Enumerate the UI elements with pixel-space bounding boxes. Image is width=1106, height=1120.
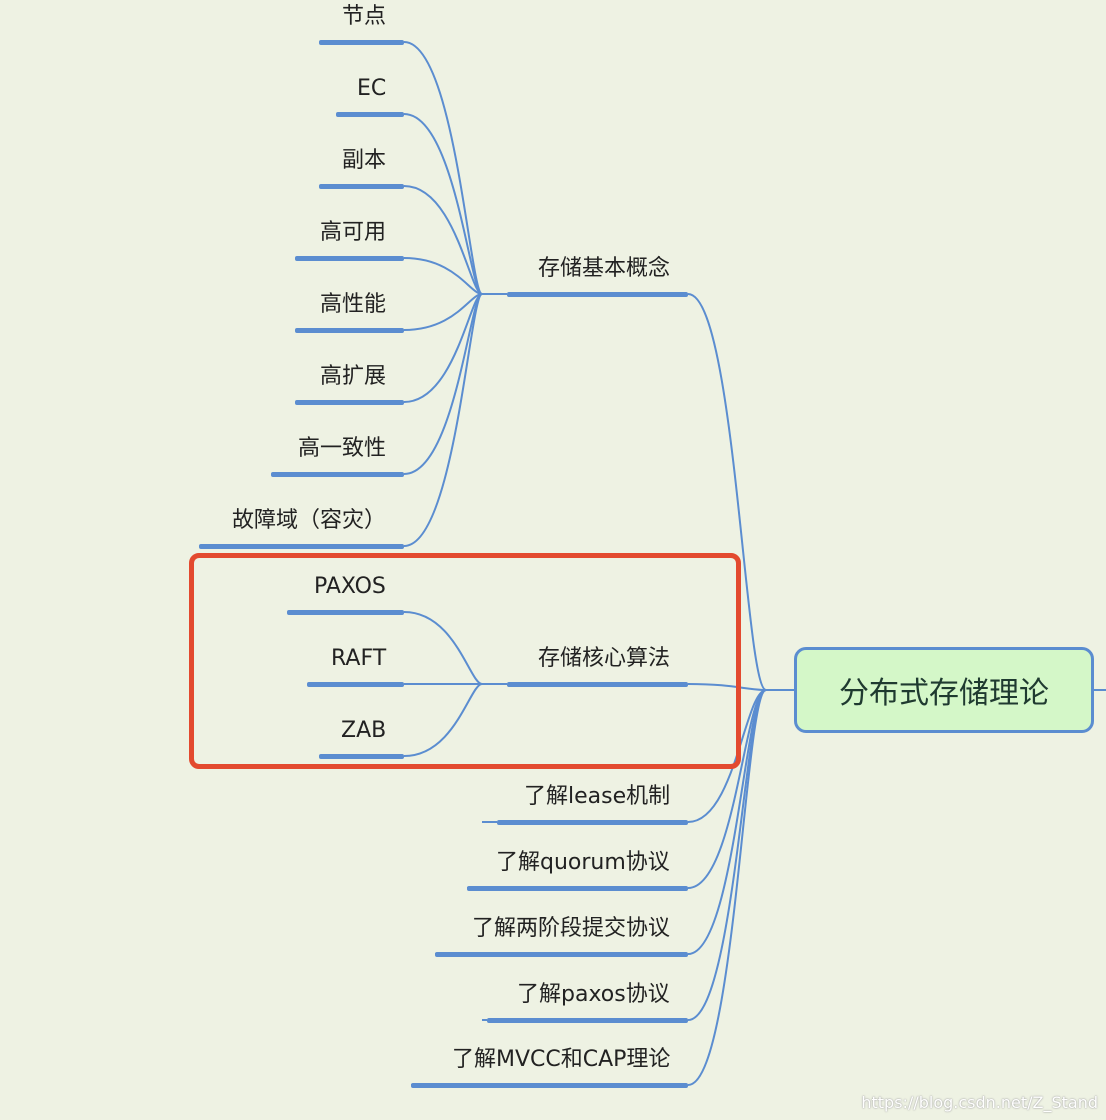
branch-node-3[interactable]: 了解lease机制 [524,784,671,809]
branch-node-4-underline [467,886,688,891]
child-node-2-2[interactable]: RAFT [331,646,387,671]
branch-node-5[interactable]: 了解两阶段提交协议 [472,916,671,941]
connector-curve [403,257,483,295]
child-node-1-1[interactable]: 节点 [342,4,387,29]
child-node-1-6[interactable]: 高扩展 [320,364,387,389]
highlight-frame [189,553,741,769]
child-node-1-3[interactable]: 副本 [342,148,387,173]
root-node[interactable]: 分布式存储理论 [794,647,1094,733]
child-node-1-4-underline [295,256,404,261]
connector-curve [403,683,483,757]
branch-node-2[interactable]: 存储核心算法 [538,646,671,671]
connector-curve [403,185,483,295]
connector-curve [687,293,767,691]
child-node-2-1-underline [287,610,404,615]
branch-node-5-underline [435,952,688,957]
child-node-1-1-underline [319,40,404,45]
connector-curve [687,689,767,1086]
connector-curve [403,113,483,295]
connector-curve [403,293,483,547]
branch-node-6[interactable]: 了解paxos协议 [517,982,670,1007]
child-node-1-7-underline [271,472,404,477]
child-node-1-8-underline [199,544,404,549]
child-node-2-3-underline [319,754,404,759]
connector-curve [403,293,483,331]
branch-node-7[interactable]: 了解MVCC和CAP理论 [452,1047,671,1072]
child-node-1-2-underline [336,112,404,117]
connector-curve [403,611,483,685]
root-node-label: 分布式存储理论 [839,676,1049,711]
branch-node-4[interactable]: 了解quorum协议 [496,850,670,875]
child-node-1-4[interactable]: 高可用 [320,220,387,245]
branch-node-1-underline [507,292,688,297]
child-node-1-5-underline [295,328,404,333]
child-node-1-5[interactable]: 高性能 [320,292,387,317]
child-node-1-3-underline [319,184,404,189]
branch-node-6-underline [487,1018,688,1023]
child-node-1-2[interactable]: EC [357,76,387,101]
child-node-1-6-underline [295,400,404,405]
branch-node-3-underline [497,820,688,825]
child-node-2-2-underline [307,682,404,687]
branch-node-2-underline [507,682,688,687]
branch-node-1[interactable]: 存储基本概念 [538,256,671,281]
child-node-2-1[interactable]: PAXOS [314,574,386,599]
branch-node-7-underline [411,1083,688,1088]
child-node-1-7[interactable]: 高一致性 [298,436,387,461]
child-node-1-8[interactable]: 故障域（容灾） [232,508,387,533]
child-node-2-3[interactable]: ZAB [341,718,387,743]
watermark: https://blog.csdn.net/Z_Stand [861,1093,1098,1112]
